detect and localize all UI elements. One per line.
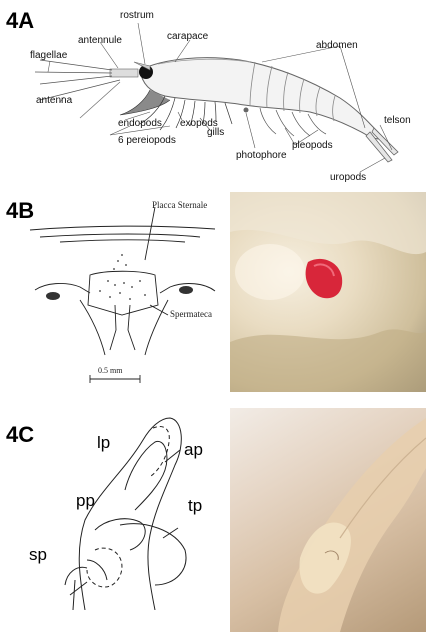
label-lp: lp	[97, 433, 110, 453]
label-flagellae: flagellae	[30, 50, 67, 61]
label-spermateca: Spermateca	[170, 309, 212, 319]
label-ap: ap	[184, 440, 203, 460]
label-antennule: antennule	[78, 35, 122, 46]
label-scale-bar: 0.5 mm	[98, 366, 122, 375]
label-gills: gills	[207, 127, 224, 138]
label-pleopods: pleopods	[292, 140, 333, 151]
label-placca-sternale: Placca Sternale	[152, 200, 207, 210]
label-uropods: uropods	[330, 172, 366, 183]
petasma-photo	[230, 408, 426, 632]
label-abdomen: abdomen	[316, 40, 358, 51]
label-carapace: carapace	[167, 31, 208, 42]
label-sp: sp	[29, 545, 47, 565]
sternal-plate-drawing	[20, 195, 230, 395]
label-pereiopods: 6 pereiopods	[118, 135, 176, 146]
label-pp: pp	[76, 491, 95, 511]
krill-illustration	[0, 0, 426, 185]
spermatheca-photo	[230, 192, 426, 392]
label-tp: tp	[188, 496, 202, 516]
label-telson: telson	[384, 115, 411, 126]
label-antenna: antenna	[36, 95, 72, 106]
label-photophore: photophore	[236, 150, 287, 161]
label-endopods: endopods	[118, 118, 162, 129]
label-rostrum: rostrum	[120, 10, 154, 21]
